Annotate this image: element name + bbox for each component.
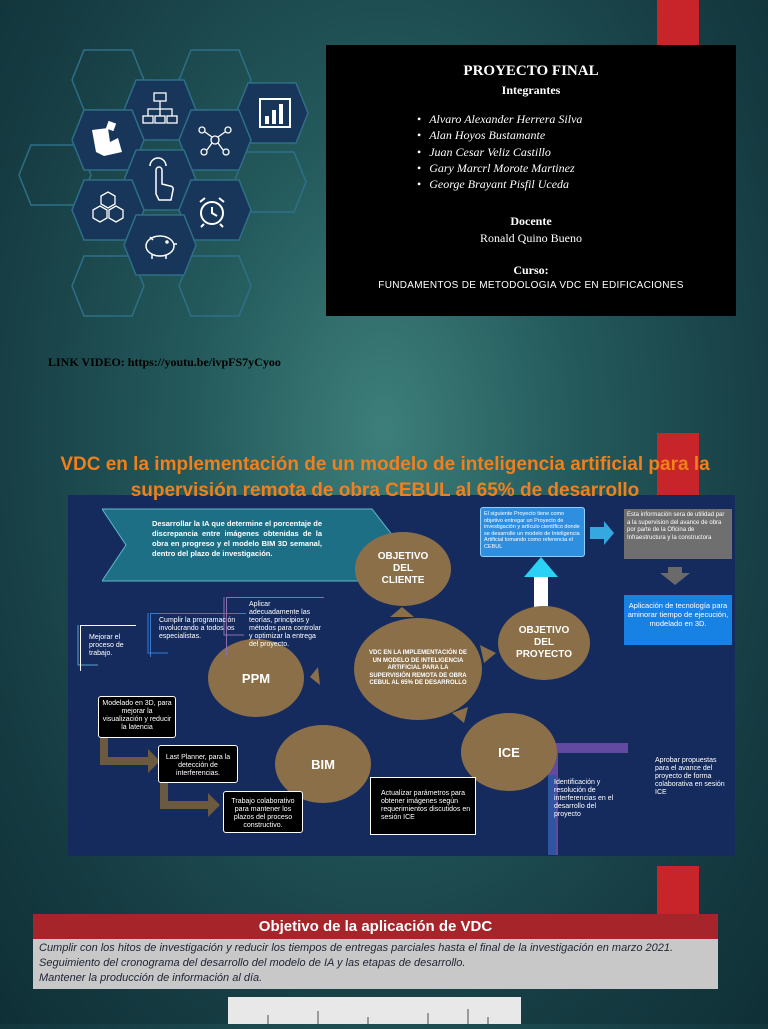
- red-accent-bar-bottom: [657, 866, 699, 914]
- teacher-heading: Docente: [326, 214, 736, 229]
- red-accent-bar-top: [657, 0, 699, 45]
- member-item: Gary Marcrl Morote Martinez: [430, 160, 582, 176]
- video-link[interactable]: LINK VIDEO: https://youtu.be/ivpFS7yCyoo: [48, 355, 281, 370]
- course-name: FUNDAMENTOS DE METODOLOGIA VDC EN EDIFIC…: [326, 280, 736, 291]
- bim-last-planner: Last Planner, para la detección de inter…: [158, 745, 238, 783]
- member-item: George Brayant Pisfil Uceda: [430, 176, 582, 192]
- ppm-apply-theories: Aplicar adecuadamente las teorías, princ…: [226, 597, 324, 657]
- hexagon-icon-cluster: [0, 30, 320, 330]
- course-heading: Curso:: [326, 263, 736, 278]
- oval-project-label: OBJETIVO DEL PROYECTO: [512, 625, 576, 661]
- main-title: VDC en la implementación de un modelo de…: [40, 452, 730, 504]
- objective-line: Seguimiento del cronograma del desarroll…: [39, 956, 712, 971]
- member-item: Alvaro Alexander Herrera Silva: [430, 111, 582, 127]
- project-purpose-box: El siguiente Proyecto tiene como objetiv…: [480, 507, 585, 557]
- technology-box: Aplicación de tecnología para aminorar t…: [624, 595, 732, 645]
- oval-project-objective: OBJETIVO DEL PROYECTO: [498, 606, 590, 680]
- usefulness-box: Esta información sera de utilidad par a …: [624, 509, 732, 559]
- objective-line: Mantener la producción de información al…: [39, 971, 712, 986]
- site-photo: [228, 997, 521, 1024]
- project-title-card: PROYECTO FINAL Integrantes Alvaro Alexan…: [326, 45, 736, 316]
- objective-text-block: Cumplir con los hitos de investigación y…: [33, 939, 718, 989]
- oval-center-label: VDC EN LA IMPLEMENTACIÓN DE UN MODELO DE…: [368, 650, 468, 688]
- project-title: PROYECTO FINAL: [326, 63, 736, 80]
- bim-3d-modeling: Modelado en 3D, para mejorar la visualiz…: [98, 696, 176, 738]
- ice-interference-resolution: Identificación y resolución de interfere…: [548, 775, 626, 829]
- objective-line: Cumplir con los hitos de investigación y…: [39, 941, 712, 956]
- member-item: Juan Cesar Veliz Castillo: [430, 144, 582, 160]
- ppm-improve-process: Mejorar el proceso de trabajo.: [80, 625, 136, 671]
- vdc-diagram: Desarrollar la IA que determine el porce…: [68, 495, 735, 856]
- members-list: Alvaro Alexander Herrera Silva Alan Hoyo…: [430, 111, 582, 192]
- objective-title: Objetivo de la aplicación de VDC: [33, 914, 718, 939]
- bim-collaborative-work: Trabajo colaborativo para mantener los p…: [223, 791, 303, 833]
- oval-ppm-label: PPM: [242, 671, 270, 686]
- ice-approve-proposals: Aprobar propuestas para el avance del pr…: [652, 753, 734, 807]
- oval-client-objective: OBJETIVO DEL CLIENTE: [355, 532, 451, 606]
- oval-ice-label: ICE: [498, 745, 520, 760]
- member-item: Alan Hoyos Bustamante: [430, 127, 582, 143]
- ice-update-parameters: Actualizar parámetros para obtener imáge…: [370, 777, 476, 835]
- members-heading: Integrantes: [326, 83, 736, 98]
- teacher-name: Ronald Quino Bueno: [326, 231, 736, 246]
- site-photo-sketch: [228, 997, 521, 1024]
- oval-center-vdc: VDC EN LA IMPLEMENTACIÓN DE UN MODELO DE…: [354, 618, 482, 720]
- oval-bim-label: BIM: [311, 757, 335, 772]
- oval-client-label: OBJETIVO DEL CLIENTE: [371, 551, 435, 587]
